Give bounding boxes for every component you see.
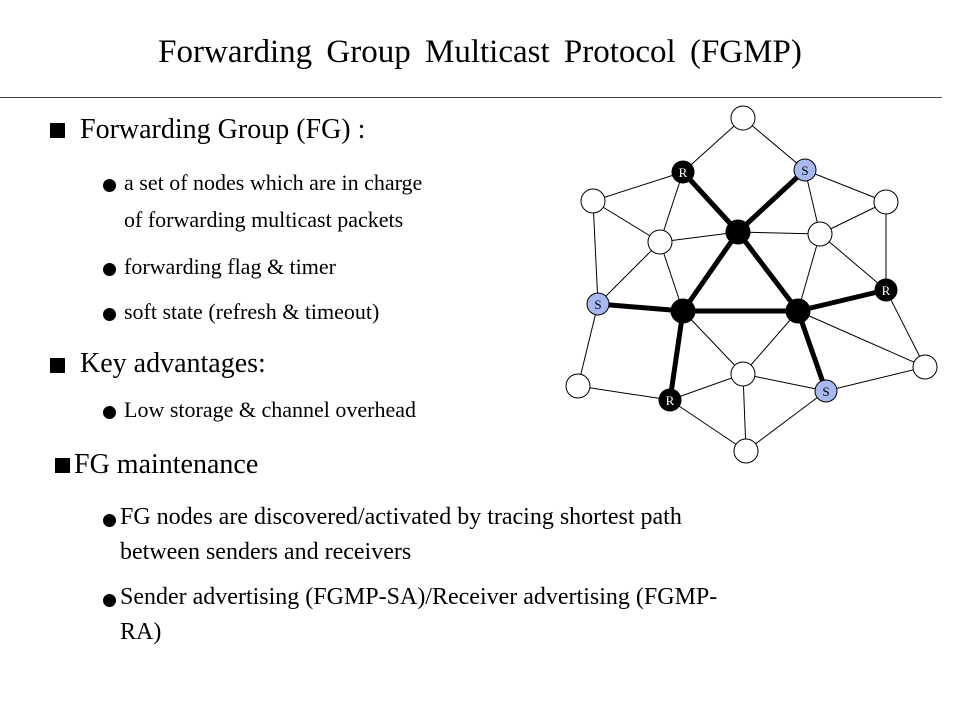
link bbox=[742, 373, 747, 452]
fg-path bbox=[597, 301, 684, 314]
link bbox=[682, 310, 744, 375]
link bbox=[592, 200, 661, 243]
network-node bbox=[565, 373, 591, 399]
network-node bbox=[730, 105, 756, 131]
sender-label: S bbox=[822, 384, 829, 399]
link bbox=[804, 169, 887, 203]
fg-path bbox=[681, 170, 740, 234]
link bbox=[737, 231, 821, 235]
maintenance-item-1-line-1: FG nodes are discovered/activated by tra… bbox=[120, 504, 682, 530]
fg-path bbox=[667, 310, 686, 401]
fg-node bbox=[670, 298, 696, 324]
maintenance-item-2-line-2: RA) bbox=[120, 619, 162, 645]
network-node bbox=[647, 229, 673, 255]
sender-nodes bbox=[586, 158, 838, 403]
fg-item-2: forwarding flag & timer bbox=[124, 254, 336, 279]
fg-path bbox=[797, 287, 887, 314]
bullet-dot-icon bbox=[103, 514, 116, 527]
maintenance-item-2-line-1: Sender advertising (FGMP-SA)/Receiver ad… bbox=[120, 584, 718, 610]
sender-label: S bbox=[801, 163, 808, 178]
forwarding-paths bbox=[597, 168, 887, 401]
link bbox=[885, 289, 926, 368]
title-divider bbox=[0, 97, 942, 98]
maintenance-item-1-line-2: between senders and receivers bbox=[120, 539, 412, 565]
network-node bbox=[733, 438, 759, 464]
receiver-label: R bbox=[882, 283, 891, 298]
link bbox=[797, 310, 926, 368]
network-node bbox=[912, 354, 938, 380]
link bbox=[669, 373, 744, 401]
bullet-dot-icon bbox=[103, 308, 116, 321]
link bbox=[577, 303, 599, 387]
thin-links bbox=[577, 117, 926, 452]
link bbox=[592, 200, 599, 305]
bullet-dot-icon bbox=[103, 594, 116, 607]
link bbox=[669, 399, 747, 452]
receiver-label: R bbox=[679, 165, 688, 180]
link bbox=[745, 390, 827, 452]
link bbox=[797, 233, 821, 312]
link bbox=[742, 117, 806, 171]
link bbox=[577, 385, 671, 401]
receiver-node bbox=[874, 278, 898, 302]
receiver-nodes bbox=[658, 160, 898, 412]
plain-nodes bbox=[565, 105, 938, 464]
sender-label: S bbox=[594, 297, 601, 312]
link bbox=[597, 241, 661, 305]
fg-path bbox=[736, 168, 807, 234]
sender-node bbox=[814, 379, 838, 403]
node-labels: S S S R R R bbox=[594, 163, 890, 408]
fg-item-3: soft state (refresh & timeout) bbox=[124, 299, 380, 324]
sender-node bbox=[586, 292, 610, 316]
receiver-node bbox=[671, 160, 695, 184]
network-node bbox=[807, 221, 833, 247]
receiver-label: R bbox=[666, 393, 675, 408]
fg-path bbox=[680, 230, 741, 313]
fg-item-1-line-2: of forwarding multicast packets bbox=[124, 207, 404, 232]
fg-heading: Forwarding Group (FG) : bbox=[80, 114, 366, 145]
link bbox=[742, 310, 799, 375]
bullet-dot-icon bbox=[103, 263, 116, 276]
fg-node bbox=[785, 298, 811, 324]
bullet-square-icon bbox=[50, 358, 65, 373]
bullet-dot-icon bbox=[103, 179, 116, 192]
link bbox=[825, 366, 926, 392]
link bbox=[742, 373, 827, 392]
maintenance-heading: FG maintenance bbox=[74, 449, 259, 480]
forwarding-group-nodes bbox=[670, 219, 811, 324]
link bbox=[659, 231, 739, 243]
link bbox=[592, 171, 684, 202]
fg-path bbox=[736, 230, 800, 313]
bullet-dot-icon bbox=[103, 406, 116, 419]
bullet-square-icon bbox=[55, 458, 70, 473]
link bbox=[682, 117, 744, 173]
link bbox=[819, 233, 887, 291]
fg-item-1-line-1: a set of nodes which are in charge bbox=[124, 170, 423, 195]
advantages-item-1: Low storage & channel overhead bbox=[124, 397, 416, 422]
sender-node bbox=[793, 158, 817, 182]
bullet-square-icon bbox=[50, 123, 65, 138]
advantages-heading: Key advantages: bbox=[80, 348, 266, 379]
slide-title: Forwarding Group Multicast Protocol (FGM… bbox=[158, 34, 802, 70]
network-node bbox=[730, 361, 756, 387]
fg-node bbox=[725, 219, 751, 245]
network-node bbox=[580, 188, 606, 214]
network-node bbox=[873, 189, 899, 215]
receiver-node bbox=[658, 388, 682, 412]
fg-path bbox=[795, 310, 829, 392]
